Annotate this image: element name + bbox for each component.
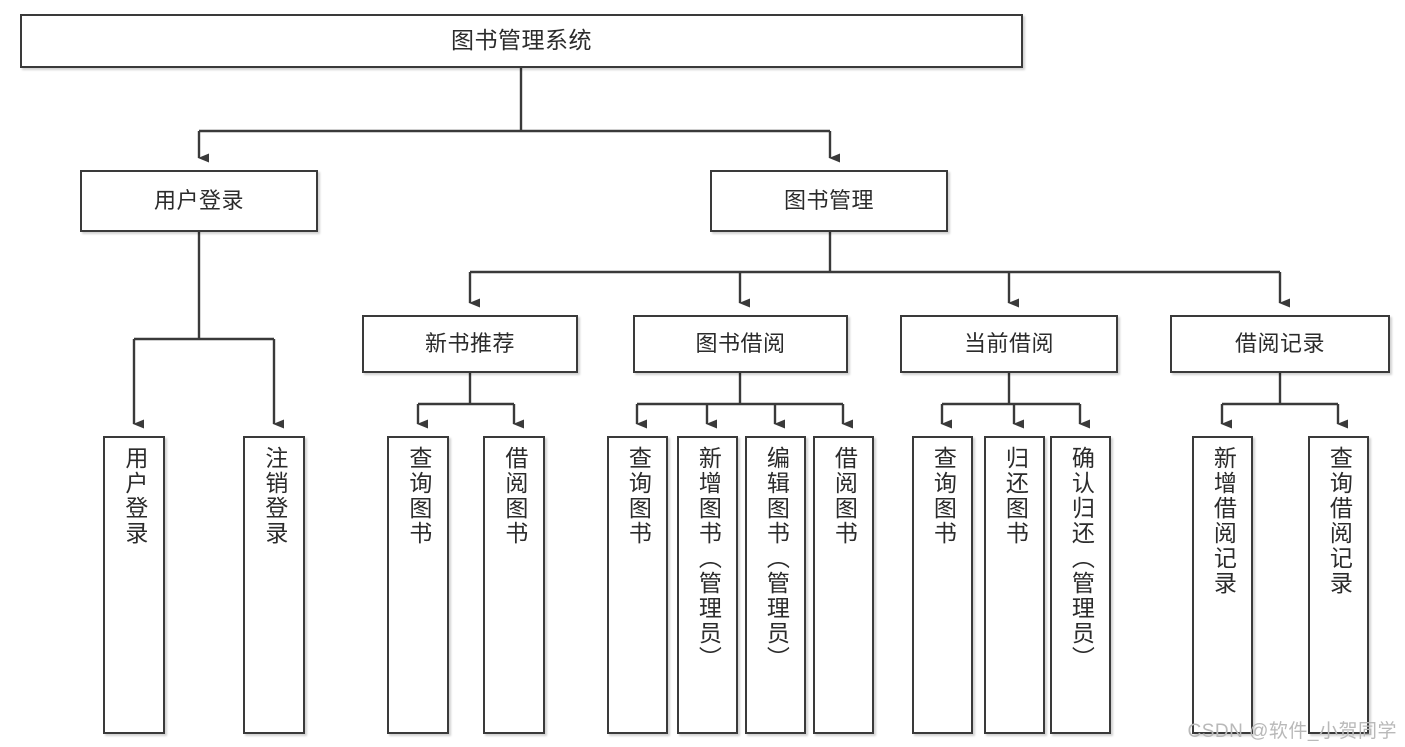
node-label: 新书推荐	[424, 330, 515, 356]
node-leaf-query-borrow-record[interactable]: 查询借阅记录	[1308, 436, 1369, 734]
node-label: 注销登录	[261, 446, 288, 546]
node-leaf-return-book[interactable]: 归还图书	[984, 436, 1045, 734]
node-leaf-borrow-book-recommend[interactable]: 借阅图书	[483, 436, 545, 734]
node-label: 查询借阅记录	[1326, 446, 1353, 596]
node-leaf-query-book-borrow[interactable]: 查询图书	[607, 436, 668, 734]
node-book-management[interactable]: 图书管理	[710, 170, 948, 232]
node-label: 归还图书	[1002, 446, 1029, 546]
node-label: 图书管理系统	[451, 27, 592, 54]
node-label: 借阅图书	[831, 446, 858, 546]
node-book-borrow[interactable]: 图书借阅	[633, 315, 848, 373]
node-leaf-add-borrow-record[interactable]: 新增借阅记录	[1192, 436, 1253, 734]
node-leaf-query-book-current[interactable]: 查询图书	[912, 436, 973, 734]
node-label: 图书管理	[783, 187, 874, 213]
node-label: 新增图书（管理员）	[695, 446, 722, 671]
node-label: 借阅图书	[501, 446, 528, 546]
watermark-text: CSDN @软件_小贺同学	[1187, 721, 1397, 742]
node-leaf-confirm-return-admin[interactable]: 确认归还（管理员）	[1050, 436, 1111, 734]
node-label: 借阅记录	[1234, 330, 1325, 356]
node-leaf-user-logout[interactable]: 注销登录	[243, 436, 305, 734]
node-label: 图书借阅	[695, 330, 786, 356]
node-label: 用户登录	[121, 446, 148, 546]
node-leaf-query-book-recommend[interactable]: 查询图书	[387, 436, 449, 734]
node-leaf-borrow-book[interactable]: 借阅图书	[813, 436, 874, 734]
node-borrow-record[interactable]: 借阅记录	[1170, 315, 1390, 373]
node-label: 查询图书	[625, 446, 652, 546]
node-leaf-user-login[interactable]: 用户登录	[103, 436, 165, 734]
node-label: 编辑图书（管理员）	[763, 446, 790, 671]
node-label: 查询图书	[930, 446, 957, 546]
node-user-login[interactable]: 用户登录	[80, 170, 318, 232]
node-new-book-recommend[interactable]: 新书推荐	[362, 315, 578, 373]
node-label: 确认归还（管理员）	[1068, 446, 1095, 671]
node-root-system[interactable]: 图书管理系统	[20, 14, 1023, 68]
node-current-borrow[interactable]: 当前借阅	[900, 315, 1118, 373]
node-leaf-add-book-admin[interactable]: 新增图书（管理员）	[677, 436, 738, 734]
node-label: 当前借阅	[963, 330, 1054, 356]
node-label: 用户登录	[153, 187, 244, 213]
node-leaf-edit-book-admin[interactable]: 编辑图书（管理员）	[745, 436, 806, 734]
node-label: 查询图书	[405, 446, 432, 546]
node-label: 新增借阅记录	[1210, 446, 1237, 596]
